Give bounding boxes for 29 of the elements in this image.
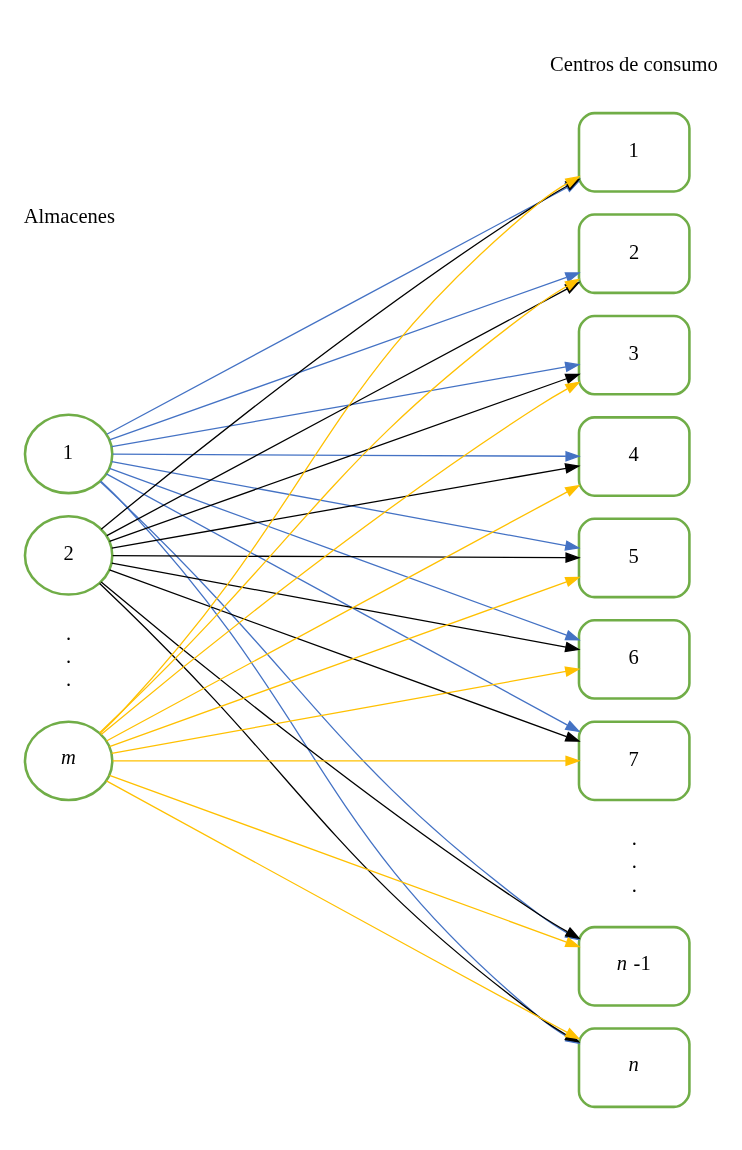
arrow bbox=[111, 361, 581, 448]
label: . bbox=[631, 873, 637, 896]
node-box: 5 bbox=[577, 517, 691, 599]
arrow bbox=[108, 467, 581, 641]
node-box: 7 bbox=[577, 720, 691, 802]
label: Centros de consumo bbox=[550, 53, 718, 76]
arrow bbox=[111, 562, 581, 653]
node-ellipse: m bbox=[23, 720, 114, 802]
node-ellipse: 2 bbox=[23, 514, 114, 596]
arrow bbox=[112, 450, 581, 462]
label: . bbox=[66, 668, 72, 691]
label: . bbox=[631, 850, 637, 873]
arrow bbox=[112, 755, 581, 767]
label: Almacenes bbox=[23, 204, 115, 227]
label: . bbox=[66, 645, 72, 668]
node-box: 4 bbox=[577, 416, 691, 497]
node-box: n -1 bbox=[577, 925, 691, 1007]
arrow bbox=[108, 373, 581, 542]
arrow bbox=[100, 381, 581, 736]
label: . bbox=[631, 827, 637, 850]
node-ellipse: 1 bbox=[23, 413, 114, 495]
label: . bbox=[66, 621, 72, 644]
arrow bbox=[112, 552, 581, 564]
arrow bbox=[111, 666, 581, 754]
node-box: 6 bbox=[577, 618, 691, 700]
node-box: 2 bbox=[577, 213, 691, 295]
node-box: 3 bbox=[577, 314, 691, 396]
node-box: n bbox=[577, 1027, 691, 1109]
node-box: 1 bbox=[577, 111, 691, 193]
